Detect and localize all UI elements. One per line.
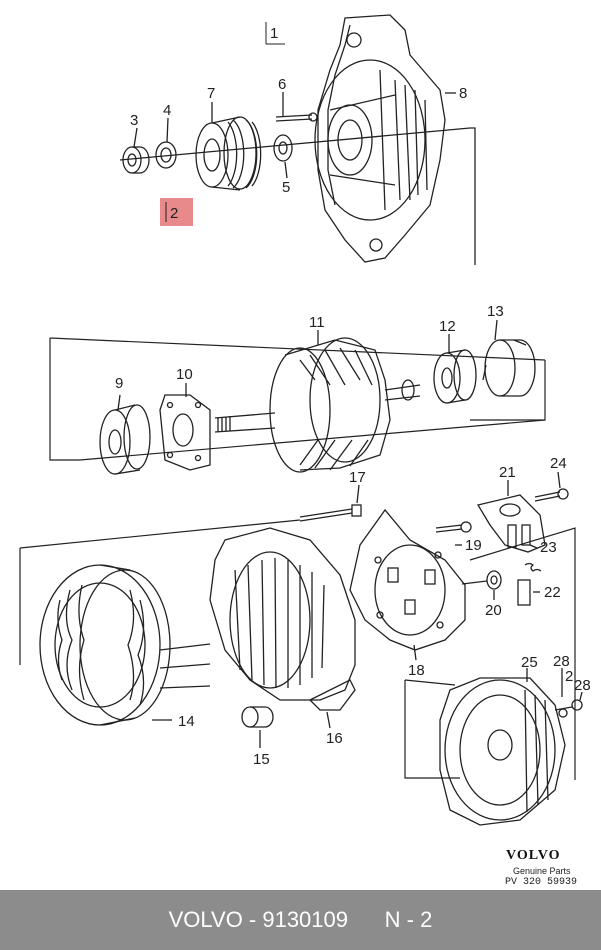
callout-28-a: 28 <box>553 653 570 670</box>
screw-part-19 <box>435 521 472 533</box>
callout-18: 18 <box>408 662 425 679</box>
callout-8: 8 <box>459 85 467 102</box>
screw-part-24 <box>534 488 569 502</box>
cover-part-25 <box>439 677 566 826</box>
callout-14: 14 <box>178 713 195 730</box>
screw-part-6 <box>275 112 318 122</box>
callout-28-b: 28 <box>574 677 591 694</box>
rotor-part-11 <box>214 337 421 473</box>
callout-15: 15 <box>253 751 270 768</box>
regulator-part-21 <box>476 494 546 553</box>
sleeve-part-15 <box>241 706 274 728</box>
callout-23: 23 <box>540 539 557 556</box>
slip-ring-end-housing-part-16 <box>209 527 356 711</box>
callout-5: 5 <box>282 179 290 196</box>
callout-11: 11 <box>309 314 325 331</box>
callout-10: 10 <box>176 366 193 383</box>
screw-part-28 <box>554 699 583 718</box>
callout-19: 19 <box>465 537 482 554</box>
spring-part-23 <box>524 562 542 572</box>
callout-3: 3 <box>130 112 138 129</box>
spacer-part-5 <box>273 134 293 162</box>
volvo-logo-text: VOLVO <box>506 848 561 863</box>
bolt-part-17 <box>299 504 362 522</box>
callout-24: 24 <box>550 455 567 472</box>
callout-7: 7 <box>207 85 215 102</box>
alternator-exploded-diagram: 1 2 3 4 5 6 7 8 9 10 11 12 13 14 15 16 1… <box>19 14 591 826</box>
callout-9: 9 <box>115 375 123 392</box>
callout-13: 13 <box>487 303 504 320</box>
callout-20: 20 <box>485 602 502 619</box>
callout-17: 17 <box>349 469 366 486</box>
genuine-parts-text: Genuine Parts <box>513 866 571 876</box>
bearing-part-9 <box>99 404 151 475</box>
brush-part-22 <box>517 579 531 606</box>
drive-end-shield-part-8 <box>314 14 446 263</box>
footer-bar: VOLVO - 9130109 N - 2 <box>0 890 601 950</box>
callout-2: 2 <box>170 205 178 222</box>
callout-27: 2 <box>565 668 573 685</box>
callout-4: 4 <box>163 102 171 119</box>
bearing-cap-part-13 <box>482 339 536 397</box>
callout-16: 16 <box>326 730 343 747</box>
bearing-plate-part-10 <box>159 394 211 471</box>
stator-part-14 <box>39 564 211 726</box>
callout-6: 6 <box>278 76 286 93</box>
callout-25: 25 <box>521 654 538 671</box>
washer-part-4 <box>155 141 177 169</box>
callout-12: 12 <box>439 318 456 335</box>
pulley-part-7 <box>195 116 262 191</box>
callout-21: 21 <box>499 464 516 481</box>
publication-code: PV 320 59939 <box>505 877 578 888</box>
callout-1: 1 <box>270 25 278 42</box>
nut-part-3 <box>122 146 150 174</box>
bushing-part-20 <box>461 570 502 590</box>
footer-part-number: VOLVO - 9130109 N - 2 <box>168 907 433 932</box>
rectifier-part-18 <box>349 508 466 651</box>
bearing-part-12 <box>433 349 477 404</box>
callout-22: 22 <box>544 584 561 601</box>
